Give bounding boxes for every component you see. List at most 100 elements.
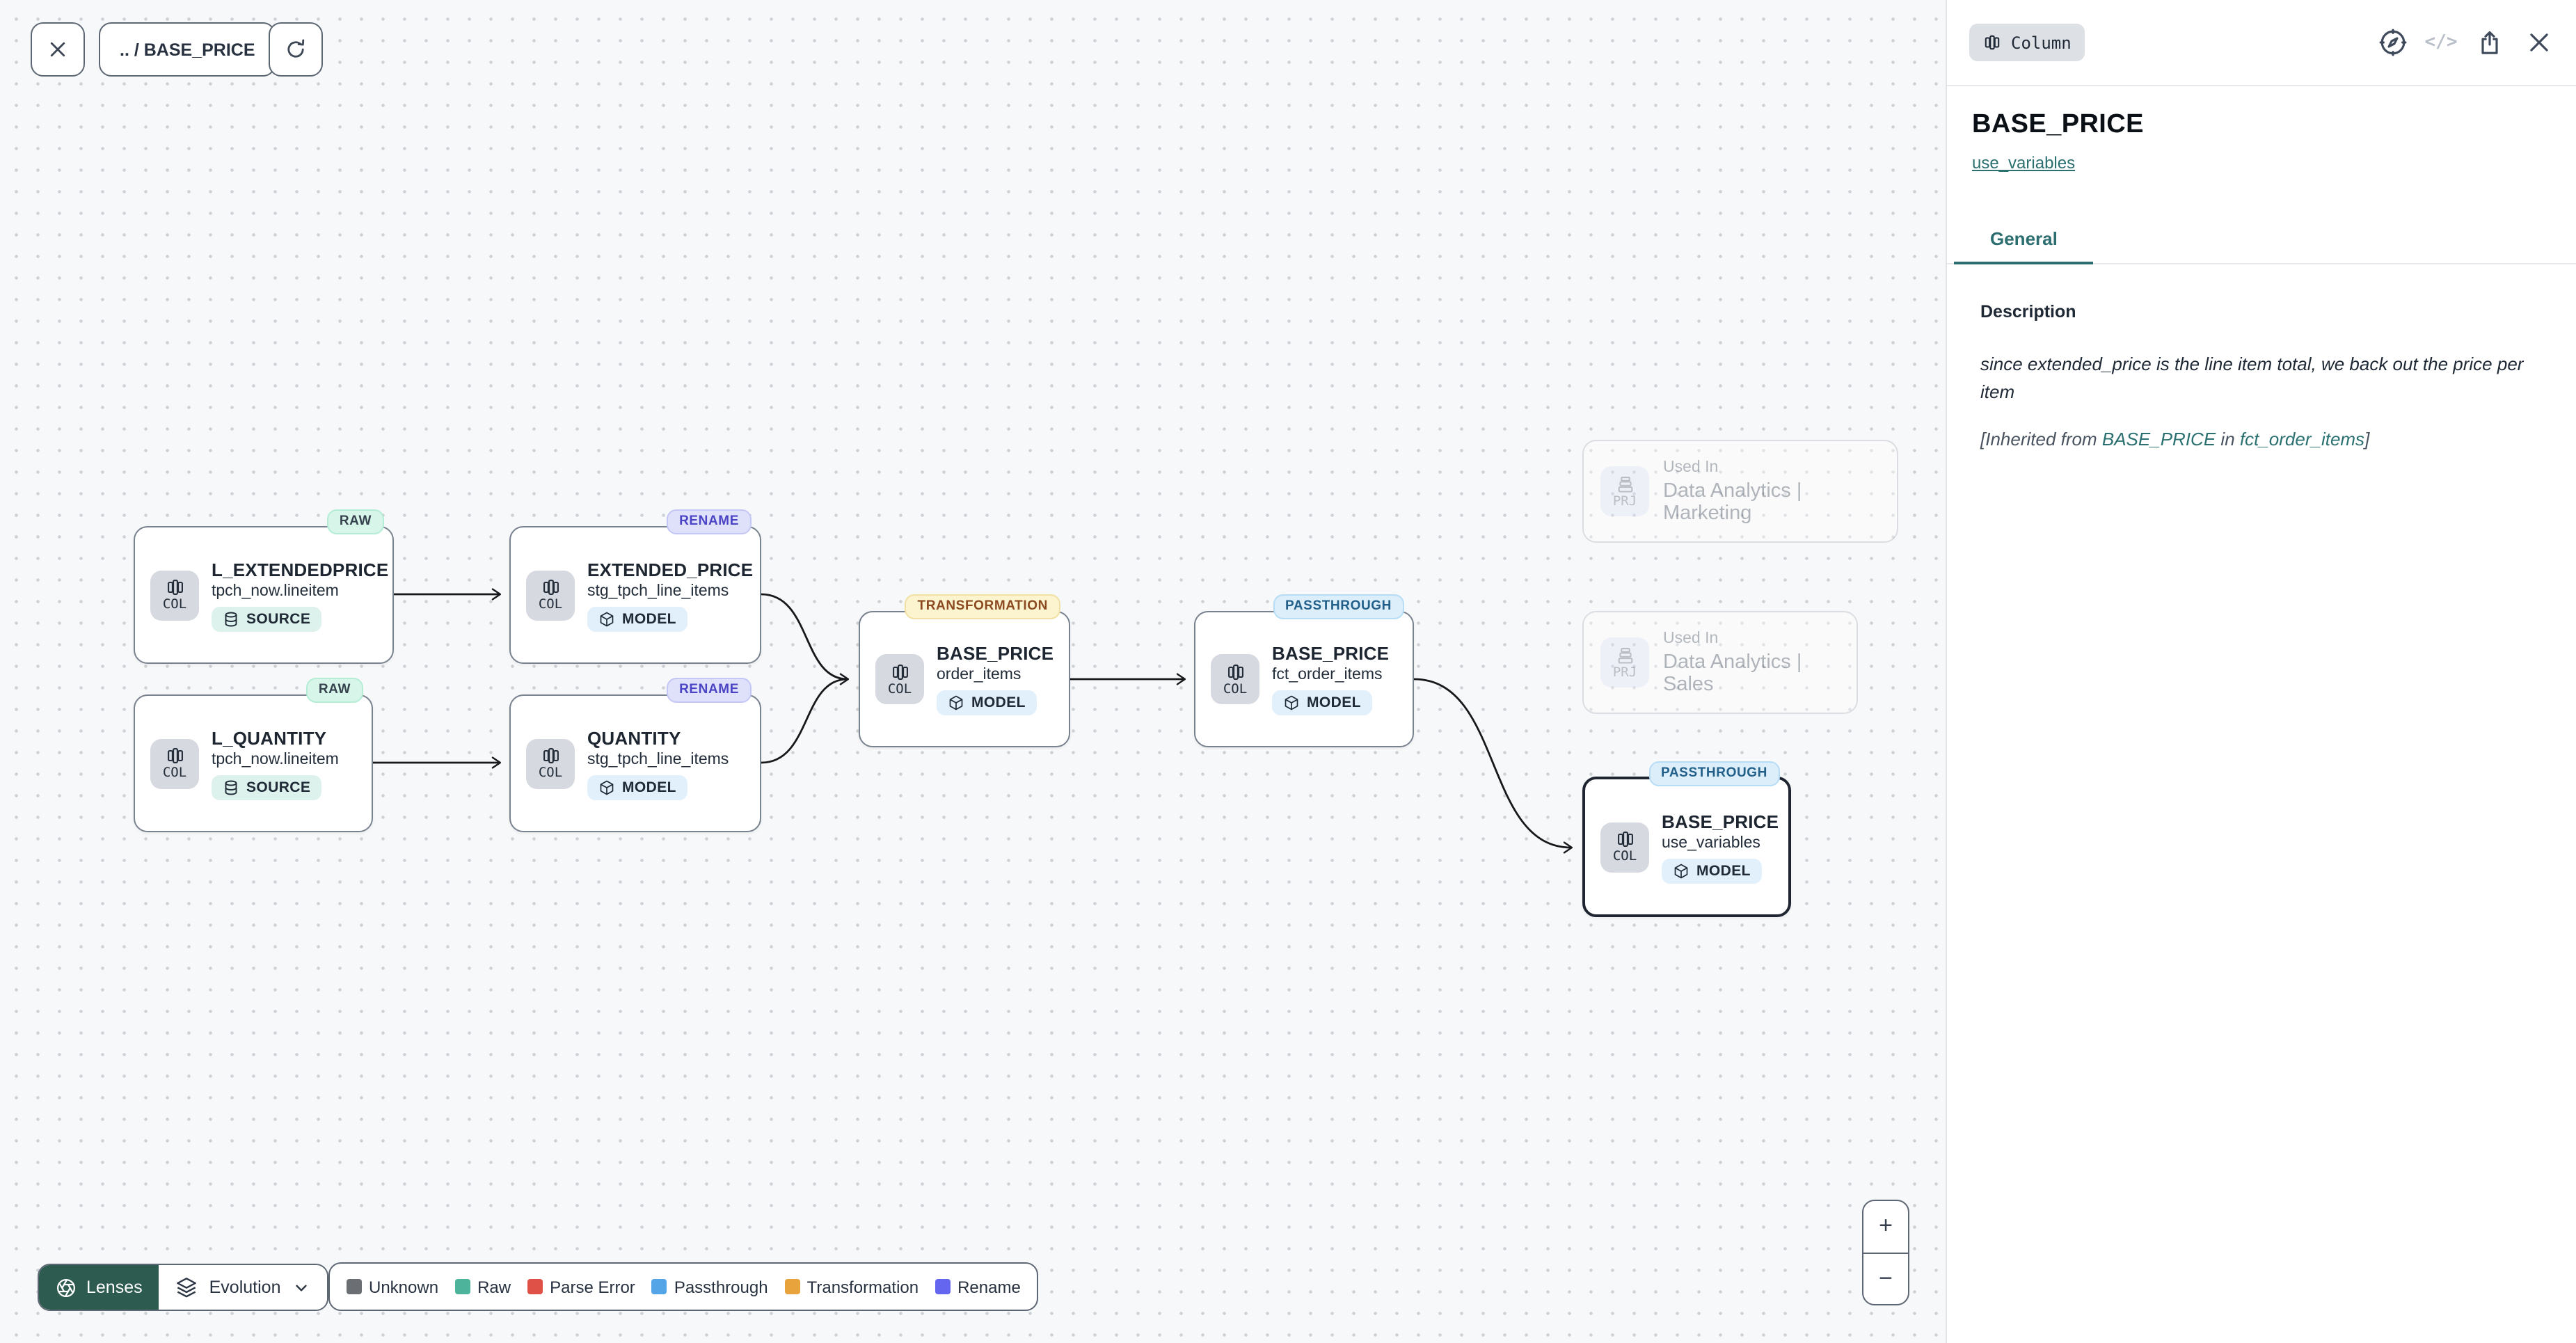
- node-kind-badge: MODEL: [1662, 858, 1762, 883]
- close-lineage-button[interactable]: [31, 22, 85, 77]
- panel-actions: </>: [2377, 27, 2554, 58]
- legend-swatch: [527, 1279, 543, 1294]
- lineage-node-selected[interactable]: PASSTHROUGH COL BASE_PRICE use_variables…: [1582, 761, 1791, 917]
- node-model: use_variables: [1662, 834, 1760, 851]
- edge-kind-badge: RAW: [326, 509, 384, 534]
- node-title: EXTENDED_PRICE: [587, 559, 754, 580]
- chevron-down-icon: [295, 1284, 307, 1291]
- lineage-node[interactable]: RENAME COL EXTENDED_PRICE stg_tpch_line_…: [509, 509, 761, 664]
- cube-icon: [1285, 695, 1298, 710]
- edge-kind-badge: PASSTHROUGH: [1273, 594, 1404, 619]
- lineage-node[interactable]: RAW COL L_QUANTITY tpch_now.lineitem SOU…: [134, 678, 373, 832]
- project-icon: [1617, 476, 1632, 493]
- column-type-chip: COL: [526, 738, 575, 788]
- legend-item: Raw: [455, 1277, 511, 1296]
- node-kind-badge: MODEL: [587, 606, 687, 631]
- panel-tabs: General: [1947, 217, 2576, 264]
- column-icon: [1985, 35, 2000, 50]
- node-model: tpch_now.lineitem: [212, 582, 339, 599]
- breadcrumb[interactable]: .. / BASE_PRICE: [99, 22, 276, 77]
- aperture-icon: [57, 1278, 75, 1296]
- node-title: BASE_PRICE: [937, 643, 1054, 664]
- cube-icon: [600, 779, 614, 795]
- inherited-column-link[interactable]: BASE_PRICE: [2101, 429, 2216, 450]
- used-in-label: Used In: [1663, 459, 1719, 475]
- legend-item: Unknown: [347, 1277, 438, 1296]
- lineage-node[interactable]: RAW COL L_EXTENDEDPRICE tpch_now.lineite…: [134, 509, 394, 664]
- share-button[interactable]: [2474, 27, 2505, 58]
- node-kind-badge: MODEL: [1272, 690, 1372, 715]
- refresh-icon: [287, 39, 305, 58]
- node-kind-badge: SOURCE: [212, 774, 322, 800]
- edge-type-legend: Unknown Raw Parse Error Passthrough Tran…: [328, 1262, 1039, 1311]
- panel-header: Column </>: [1947, 0, 2576, 86]
- cube-icon: [600, 611, 614, 626]
- column-icon: [543, 748, 558, 764]
- column-icon: [167, 748, 182, 764]
- node-model: order_items: [937, 667, 1021, 683]
- database-icon: [225, 779, 237, 795]
- column-type-chip: COL: [150, 738, 199, 788]
- node-kind-badge: MODEL: [937, 690, 1037, 715]
- legend-swatch: [935, 1279, 951, 1294]
- database-icon: [225, 611, 237, 626]
- edge-kind-badge: TRANSFORMATION: [905, 594, 1060, 619]
- tab-general[interactable]: General: [1954, 217, 2094, 264]
- node-title: BASE_PRICE: [1272, 643, 1390, 664]
- close-icon: [2529, 33, 2547, 51]
- share-icon: [2481, 30, 2498, 54]
- project-icon: [1617, 647, 1632, 664]
- code-view-button[interactable]: </>: [2424, 32, 2458, 53]
- legend-swatch: [651, 1279, 667, 1294]
- column-type-chip: COL: [1211, 654, 1259, 704]
- description-text: since extended_price is the line item to…: [1980, 353, 2524, 403]
- lineage-node[interactable]: TRANSFORMATION COL BASE_PRICE order_item…: [859, 594, 1070, 747]
- model-link[interactable]: use_variables: [1972, 153, 2076, 173]
- node-kind-badge: MODEL: [587, 774, 687, 800]
- legend-item: Rename: [935, 1277, 1021, 1296]
- lineage-node[interactable]: PASSTHROUGH COL BASE_PRICE fct_order_ite…: [1194, 594, 1414, 747]
- lenses-button[interactable]: Lenses: [39, 1265, 159, 1310]
- used-in-label: Used In: [1663, 630, 1719, 646]
- node-model: fct_order_items: [1272, 667, 1383, 683]
- layers-icon: [177, 1278, 197, 1298]
- cube-icon: [1674, 863, 1688, 878]
- legend-swatch: [784, 1279, 800, 1294]
- close-panel-button[interactable]: [2523, 27, 2554, 58]
- lens-selector-dropdown[interactable]: Evolution: [159, 1265, 327, 1310]
- used-in-node[interactable]: PRJ Used In Data Analytics | Marketing: [1582, 440, 1898, 543]
- explore-button[interactable]: [2377, 27, 2408, 58]
- used-in-project: Data Analytics | Marketing: [1663, 479, 1802, 524]
- zoom-controls: + −: [1862, 1200, 1909, 1305]
- entity-type-badge: Column: [1969, 24, 2085, 61]
- lenses-control: Lenses Evolution: [38, 1264, 328, 1311]
- edge-kind-badge: RENAME: [667, 509, 752, 534]
- zoom-out-button[interactable]: −: [1879, 1264, 1893, 1292]
- lineage-canvas[interactable]: .. / BASE_PRICE RAW COL L_EXTENDEDPRICE …: [0, 0, 1946, 1343]
- column-icon: [892, 664, 907, 680]
- column-icon: [1617, 832, 1632, 848]
- legend-swatch: [455, 1279, 471, 1294]
- legend-item: Transformation: [784, 1277, 919, 1296]
- inherited-from-note: [Inherited from BASE_PRICE in fct_order_…: [1980, 429, 2370, 450]
- node-model: stg_tpch_line_items: [587, 582, 729, 599]
- node-kind-badge: SOURCE: [212, 606, 322, 631]
- lineage-node[interactable]: RENAME COL QUANTITY stg_tpch_line_items …: [509, 678, 761, 832]
- column-icon: [167, 580, 182, 596]
- zoom-in-button[interactable]: +: [1863, 1201, 1908, 1253]
- legend-item: Parse Error: [527, 1277, 635, 1296]
- column-type-chip: COL: [150, 570, 199, 620]
- node-title: L_QUANTITY: [212, 727, 327, 748]
- panel-title: BASE_PRICE: [1972, 110, 2144, 139]
- inherited-model-link[interactable]: fct_order_items: [2239, 429, 2365, 450]
- edge-kind-badge: RENAME: [667, 678, 752, 702]
- cube-icon: [949, 695, 963, 710]
- description-label: Description: [1980, 302, 2076, 321]
- column-type-chip: COL: [526, 570, 575, 620]
- used-in-node[interactable]: PRJ Used In Data Analytics | Sales: [1582, 611, 1858, 714]
- project-type-chip: PRJ: [1600, 466, 1649, 516]
- column-icon: [543, 580, 558, 596]
- refresh-button[interactable]: [269, 22, 323, 77]
- legend-swatch: [347, 1279, 362, 1294]
- compass-icon: [2378, 29, 2406, 56]
